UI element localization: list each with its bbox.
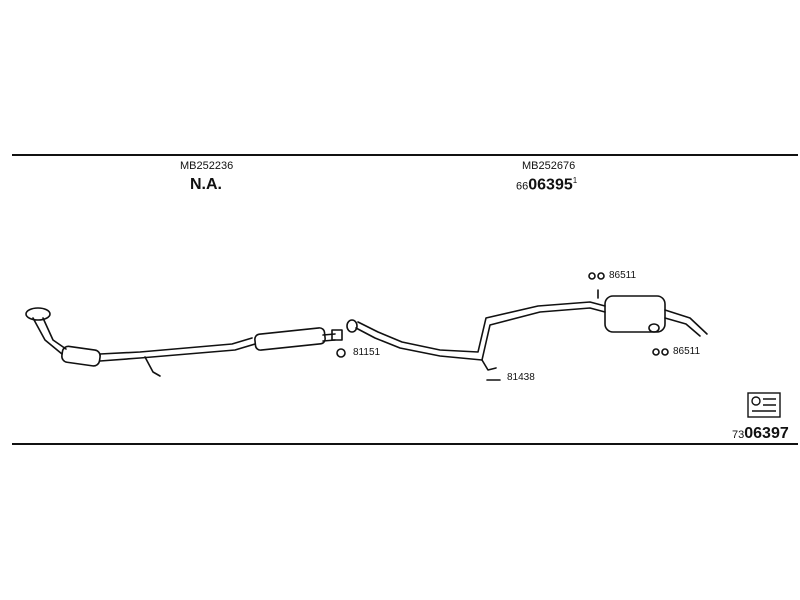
tail-pipe bbox=[664, 309, 708, 337]
right-part-suffix: 1 bbox=[572, 176, 578, 185]
mid-pipe-left bbox=[99, 337, 256, 362]
right-part-code: MB252676 bbox=[522, 160, 576, 172]
clamp-icon bbox=[336, 348, 346, 358]
hanger-mid bbox=[481, 359, 497, 371]
ref-clamp-left: 81151 bbox=[353, 347, 381, 358]
clip-icon-top-b bbox=[597, 272, 605, 280]
right-part-prefix: 66 bbox=[516, 180, 529, 193]
right-part-number: 66063951 bbox=[516, 176, 577, 194]
footer-prefix: 73 bbox=[732, 429, 745, 441]
footer-main: 06397 bbox=[744, 425, 789, 442]
ref-hanger-mid: 81438 bbox=[507, 372, 535, 383]
footer-part-number: 7306397 bbox=[732, 425, 789, 443]
left-part-code: MB252236 bbox=[180, 160, 234, 172]
resonator bbox=[254, 327, 326, 351]
top-rule bbox=[12, 154, 798, 156]
pipe-end-left bbox=[331, 329, 343, 341]
rear-muffler bbox=[604, 295, 666, 333]
muffler-end bbox=[648, 323, 660, 333]
bottom-rule bbox=[12, 443, 798, 445]
left-part-number: N.A. bbox=[190, 176, 222, 193]
catalog-icon bbox=[747, 392, 781, 418]
front-pipe bbox=[32, 317, 67, 355]
front-flange bbox=[25, 307, 51, 321]
ref-clip-top: 86511 bbox=[609, 270, 637, 281]
clip-icon-top-a bbox=[588, 272, 596, 280]
clip-icon-bottom-a bbox=[652, 348, 660, 356]
ref-clip-bottom: 86511 bbox=[673, 346, 701, 357]
hanger-left bbox=[144, 356, 161, 377]
intermediate-pipe bbox=[355, 301, 606, 361]
right-part-main: 06395 bbox=[528, 176, 573, 194]
clip-icon-bottom-b bbox=[661, 348, 669, 356]
catalytic-converter bbox=[61, 345, 101, 367]
mid-flange bbox=[346, 319, 358, 333]
